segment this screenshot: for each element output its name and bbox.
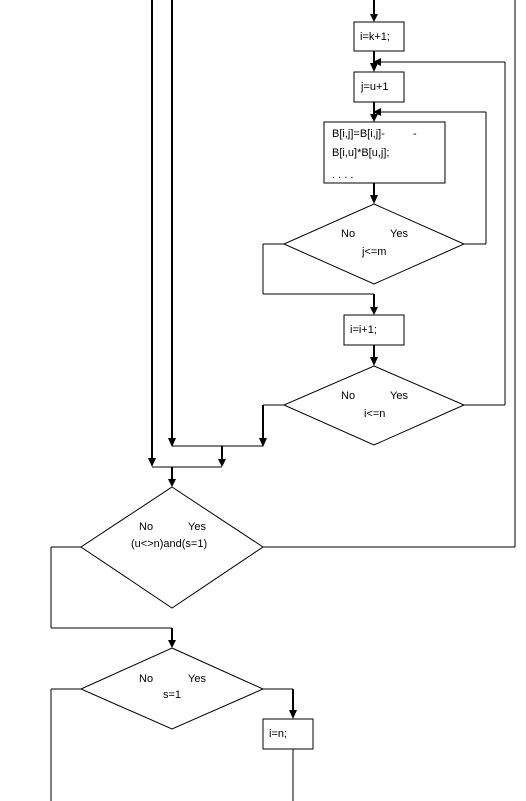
box-assign-i-k1: i=k+1; <box>353 21 405 52</box>
decision-u-s: No Yes (u<>n)and(s=1) <box>80 486 264 609</box>
decision-u-s-condition: (u<>n)and(s=1) <box>131 538 207 550</box>
decision-u-s-no: No <box>139 521 153 533</box>
decision-j-le-m: No Yes j<=m <box>282 203 466 285</box>
connector-ju-to-update <box>370 102 378 122</box>
decision-j-le-m-yes: Yes <box>390 228 408 240</box>
merge-junctions <box>152 445 263 487</box>
connector-k1-to-ju <box>370 51 378 72</box>
decision-s-eq-1-condition: s=1 <box>163 689 181 701</box>
box-assign-i-inc-label: i=i+1; <box>350 324 377 336</box>
decision-i-le-n-yes: Yes <box>390 390 408 402</box>
decision-i-le-n-condition: i<=n <box>364 408 385 420</box>
box-assign-j-u1-label: j=u+1 <box>360 81 389 93</box>
decision-s-eq-1-yes: Yes <box>188 673 206 685</box>
decision-i-le-n: No Yes i<=n <box>282 365 466 446</box>
inner-loop-return <box>373 108 487 245</box>
box-update-b-line3: . . . . <box>332 169 353 181</box>
decision-s-eq-1-no: No <box>139 673 153 685</box>
box-assign-i-n-label: i=n; <box>269 728 287 740</box>
box-update-b: B[i,j]=B[i,j]- - B[i,u]*B[u,j]; . . . . <box>323 121 446 184</box>
connector-s1-yes-to-in <box>263 688 297 719</box>
connector-s1-no-down <box>50 688 81 801</box>
connector-update-to-jm <box>370 183 378 204</box>
connector-in-no-to-junction <box>259 404 284 447</box>
connector-us-yes-right <box>263 0 516 548</box>
left-trunk-lines <box>148 0 176 467</box>
decision-u-s-yes: Yes <box>188 521 206 533</box>
box-update-b-line1: B[i,j]=B[i,j]- <box>332 128 385 140</box>
connector-inc-to-in <box>370 345 378 366</box>
connector-jm-no-to-inc <box>262 243 378 315</box>
top-connector <box>370 0 378 22</box>
box-update-b-line2: B[i,u]*B[u,j]; <box>332 147 389 159</box>
decision-i-le-n-no: No <box>341 390 355 402</box>
decision-s-eq-1: No Yes s=1 <box>79 647 265 730</box>
connector-us-no-to-s1 <box>50 546 176 648</box>
box-assign-i-k1-label: i=k+1; <box>360 31 390 43</box>
box-assign-i-n: i=n; <box>262 718 314 750</box>
decision-j-le-m-condition: j<=m <box>361 246 386 258</box>
outer-loop-return <box>373 58 506 406</box>
box-update-b-dash: - <box>413 128 417 140</box>
box-assign-j-u1: j=u+1 <box>353 71 405 103</box>
box-assign-i-inc: i=i+1; <box>343 314 405 346</box>
decision-j-le-m-no: No <box>341 228 355 240</box>
